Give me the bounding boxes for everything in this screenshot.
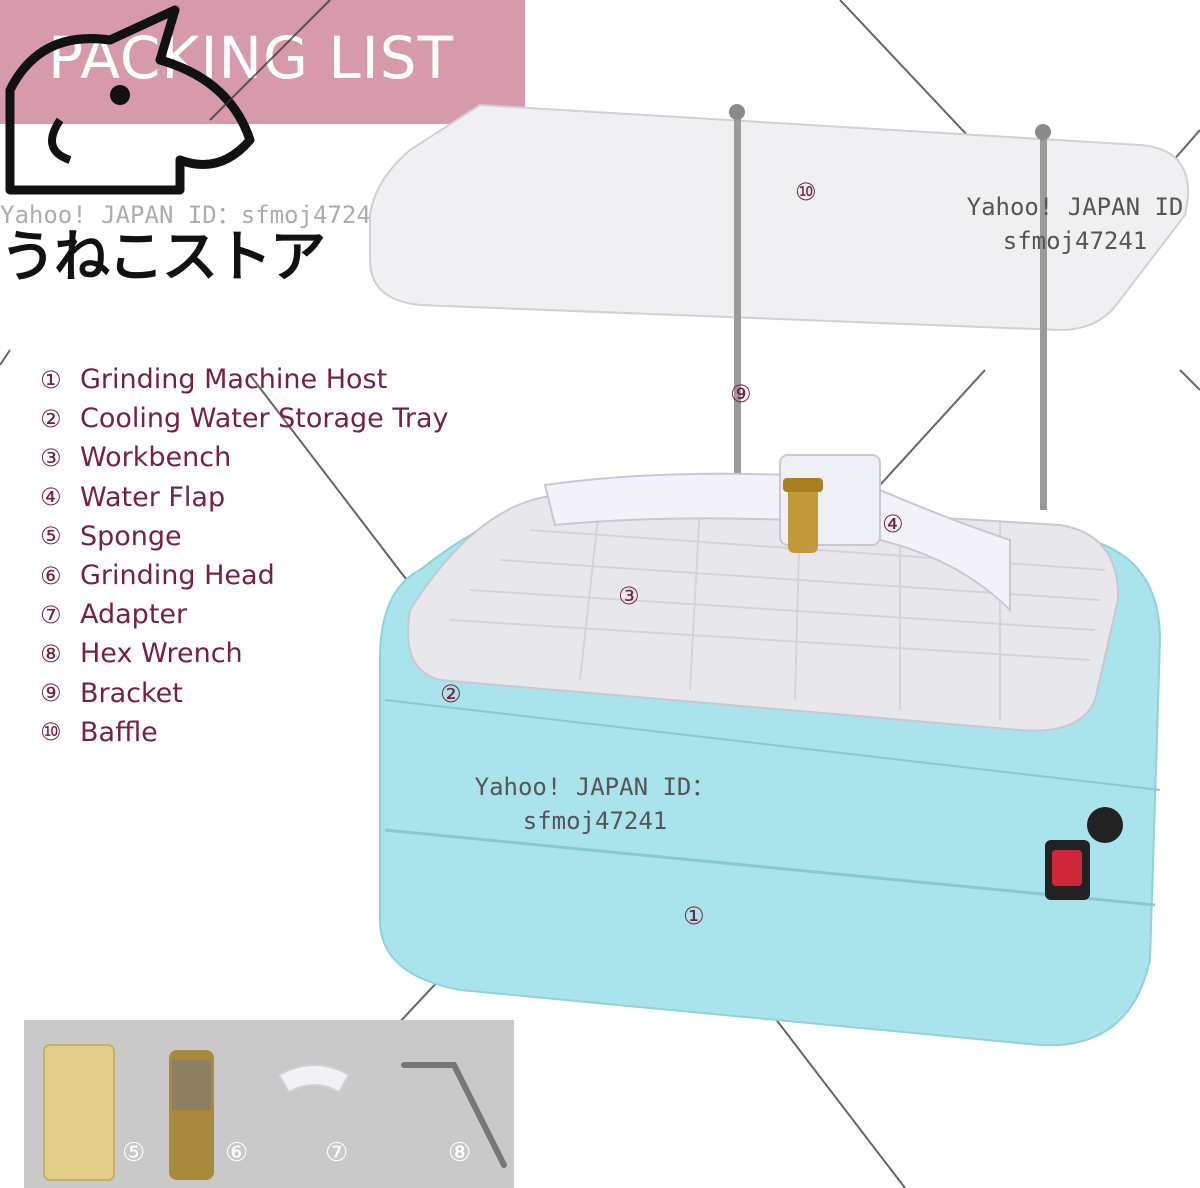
list-label: Water Flap: [80, 481, 226, 513]
watermark-center: Yahoo! JAPAN ID： sfmoj47241: [455, 770, 735, 838]
watermark-line: sfmoj47241: [1002, 227, 1148, 255]
watermark-line: Yahoo! JAPAN ID：: [474, 773, 716, 801]
list-num: ⑦: [40, 600, 62, 629]
callout-baffle: ⑩: [795, 178, 817, 206]
callout-bracket: ⑨: [730, 380, 752, 408]
water-flap-left: [543, 472, 791, 527]
list-label: Grinding Machine Host: [80, 364, 388, 396]
sponge-icon: [43, 1044, 115, 1181]
baffle-shape: [369, 103, 1189, 332]
callout-workbench: ③: [618, 582, 640, 610]
list-label: Hex Wrench: [80, 638, 243, 670]
water-flap-right: [879, 488, 1011, 613]
callout-host: ①: [683, 902, 705, 930]
accessories-illustration: [43, 1044, 507, 1181]
list-num: ③: [40, 443, 62, 472]
watermark-top: Yahoo! JAPAN ID sfmoj47241: [950, 190, 1200, 258]
list-label: Bracket: [80, 677, 183, 709]
list-num: ⑨: [40, 679, 62, 708]
list-label: Baffle: [80, 716, 158, 748]
list-label: Sponge: [80, 520, 182, 552]
hex-wrench-icon: [401, 1062, 507, 1168]
list-item: ⑩ Baffle: [40, 713, 449, 752]
list-num: ④: [40, 483, 62, 512]
list-item: ② Cooling Water Storage Tray: [40, 399, 449, 438]
callout-water-flap: ④: [882, 510, 904, 538]
list-num: ①: [40, 365, 62, 394]
list-item: ④ Water Flap: [40, 478, 449, 517]
list-item: ⑤ Sponge: [40, 517, 449, 556]
list-label: Cooling Water Storage Tray: [80, 403, 449, 435]
accessory-num-adapter: ⑦: [325, 1138, 349, 1168]
list-item: ③ Workbench: [40, 438, 449, 477]
cat-logo-icon: [5, 5, 255, 195]
store-name: うねこストア: [0, 225, 326, 290]
watermark-line: Yahoo! JAPAN ID: [966, 193, 1184, 221]
grinding-head: [788, 478, 818, 553]
list-item: ① Grinding Machine Host: [40, 360, 449, 399]
list-label: Adapter: [80, 599, 188, 631]
bracket-rods: [729, 104, 1051, 510]
title-band: [0, 0, 525, 124]
accessory-num-hex-wrench: ⑧: [448, 1138, 472, 1168]
store-id-watermark: Yahoo! JAPAN ID：sfmoj47241: [0, 201, 386, 229]
list-label: Workbench: [80, 442, 232, 474]
list-item: ⑥ Grinding Head: [40, 556, 449, 595]
list-item: ⑨ Bracket: [40, 674, 449, 713]
list-num: ⑧: [40, 639, 62, 668]
adapter-icon: [277, 1064, 351, 1094]
list-item: ⑧ Hex Wrench: [40, 634, 449, 673]
callout-tray: ②: [440, 680, 462, 708]
list-num: ②: [40, 404, 62, 433]
list-num: ⑤: [40, 522, 62, 551]
knob-icon: [1087, 807, 1123, 843]
packing-list: ① Grinding Machine Host ② Cooling Water St…: [40, 360, 449, 752]
list-item: ⑦ Adapter: [40, 595, 449, 634]
accessory-num-sponge: ⑤: [122, 1138, 146, 1168]
accessory-num-grinding-head: ⑥: [225, 1138, 249, 1168]
list-label: Grinding Head: [80, 560, 275, 592]
list-num: ⑥: [40, 561, 62, 590]
watermark-line: sfmoj47241: [522, 807, 668, 835]
list-num: ⑩: [40, 718, 62, 747]
